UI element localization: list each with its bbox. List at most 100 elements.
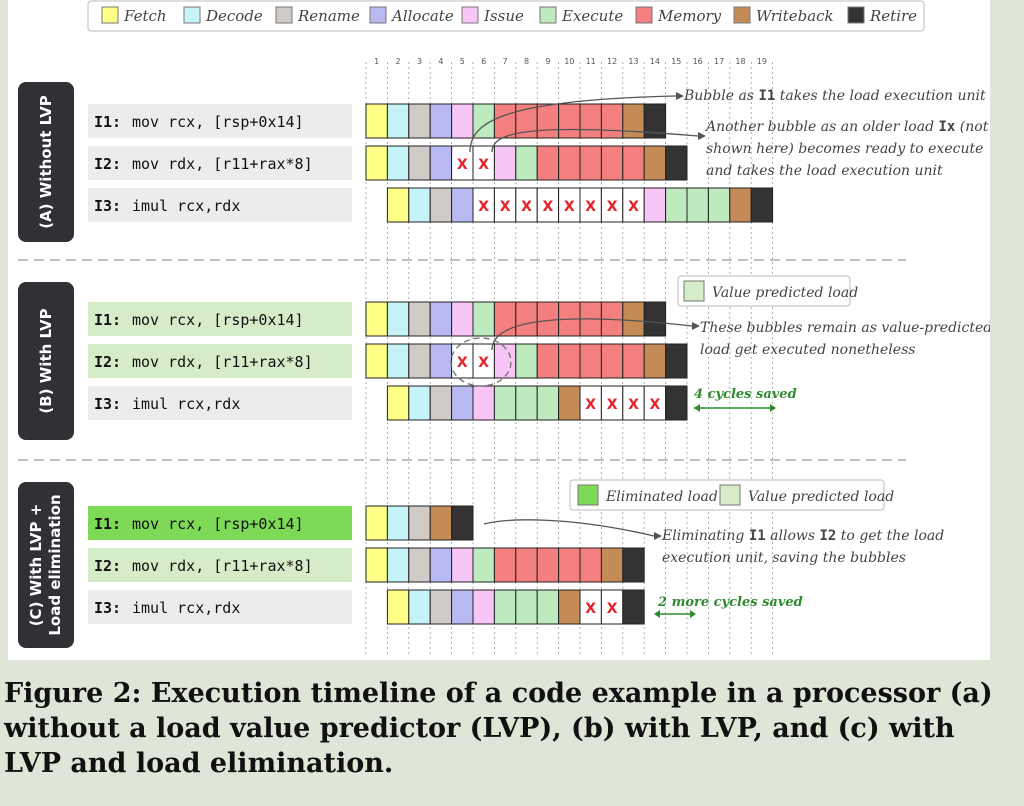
- pipeline-cell: [386, 301, 410, 337]
- pipeline-cell: [386, 589, 410, 625]
- pipeline-cell: [493, 343, 517, 379]
- instruction-box: [88, 146, 352, 180]
- pipeline-cell: [365, 505, 388, 541]
- bubble-mark: X: [457, 157, 468, 173]
- pipeline-cell: [579, 103, 602, 139]
- pipeline-cell: [429, 187, 453, 223]
- pipeline-cell: [558, 385, 581, 421]
- legend-swatch: [275, 6, 293, 24]
- legend-swatch: [683, 280, 705, 302]
- section-label-box: [18, 482, 74, 648]
- section-label: (A) Without LVP: [37, 95, 55, 229]
- saved-arrow-right: [770, 404, 776, 412]
- pipeline-cell: [408, 343, 431, 379]
- bubble-mark: X: [585, 199, 596, 215]
- legend-label: Issue: [483, 7, 524, 25]
- annotation-text: These bubbles remain as value-predicted: [700, 320, 990, 336]
- legend-swatch: [183, 6, 201, 24]
- instruction-id: I1:: [94, 515, 121, 533]
- pipeline-cell: [429, 145, 453, 181]
- instruction-id: I2:: [94, 155, 121, 173]
- tick-label: 19: [757, 57, 767, 66]
- tick-label: 13: [628, 57, 638, 66]
- pipeline-cell: [515, 301, 538, 337]
- saved-arrow-left: [694, 404, 700, 412]
- bubble-mark: X: [478, 157, 489, 173]
- legend-label: Decode: [205, 7, 263, 25]
- pipeline-cell: [451, 589, 474, 625]
- bubble-mark: X: [607, 397, 618, 413]
- tick-label: 3: [417, 57, 422, 66]
- bubble-mark: X: [500, 199, 511, 215]
- section-label-box: [18, 282, 74, 440]
- pipeline-cell: [600, 343, 624, 379]
- pipeline-cell: [622, 343, 645, 379]
- legend-box-label: Eliminated load: [605, 489, 718, 505]
- tick-label: 7: [503, 57, 508, 66]
- instruction-box: [88, 506, 352, 540]
- arrow-head: [692, 322, 700, 330]
- pipeline-cell: [643, 145, 667, 181]
- pipeline-cell: [536, 385, 560, 421]
- figure-caption: Figure 2: Execution timeline of a code e…: [4, 678, 993, 779]
- pipeline-cell: [408, 145, 431, 181]
- arrow-head: [698, 132, 706, 140]
- tick-label: 6: [481, 57, 486, 66]
- tick-label: 4: [438, 57, 443, 66]
- legend-swatch: [635, 6, 653, 24]
- legend-label: Memory: [657, 7, 722, 25]
- pipeline-cell: [558, 103, 581, 139]
- pipeline-cell: [622, 547, 645, 583]
- pipeline-cell: [429, 343, 453, 379]
- pipeline-cell: [622, 301, 645, 337]
- pipeline-cell: [472, 385, 495, 421]
- cycles-saved-label: 2 more cycles saved: [657, 595, 803, 610]
- pipeline-cell: [493, 385, 517, 421]
- annotation-text: Eliminating I1 allows I2 to get the load: [661, 528, 944, 544]
- tick-label: 16: [693, 57, 703, 66]
- annotation-text: Another bubble as an older load Ix (not: [704, 119, 989, 135]
- pipeline-cell: [665, 145, 688, 181]
- bubble-mark: X: [585, 601, 596, 617]
- tick-label: 15: [671, 57, 681, 66]
- pipeline-cell: [429, 103, 453, 139]
- instruction-box: [88, 590, 352, 624]
- pipeline-cell: [472, 589, 495, 625]
- tick-label: 14: [650, 57, 660, 66]
- tick-label: 11: [586, 57, 596, 66]
- pipeline-cell: [408, 589, 431, 625]
- tick-label: 1: [374, 57, 379, 66]
- legend-frame: [87, 0, 925, 32]
- pipeline-cell: [429, 589, 453, 625]
- instruction-box: [88, 188, 352, 222]
- pipeline-cell: [515, 385, 538, 421]
- pipeline-cell: [536, 103, 560, 139]
- tick-label: 8: [524, 57, 529, 66]
- pipeline-cell: [536, 589, 560, 625]
- instruction-text: imul rcx,rdx: [132, 395, 240, 413]
- pipeline-cell: [686, 187, 709, 223]
- tick-label: 5: [460, 57, 465, 66]
- instruction-id: I3:: [94, 599, 121, 617]
- bubble-mark: X: [607, 601, 618, 617]
- pipeline-cell: [515, 547, 538, 583]
- legend-swatch: [847, 6, 865, 24]
- instruction-text: mov rcx, [rsp+0x14]: [132, 515, 304, 533]
- legend-label: Writeback: [756, 7, 834, 25]
- pipeline-cell: [451, 187, 474, 223]
- pipeline-cell: [600, 547, 624, 583]
- pipeline-cell: [386, 103, 410, 139]
- pipeline-cell: [451, 547, 474, 583]
- pipeline-cell: [408, 103, 431, 139]
- legend-label: Execute: [561, 7, 623, 25]
- bubble-mark: X: [628, 199, 639, 215]
- annotation-text: Bubble as I1 takes the load execution un…: [683, 88, 986, 104]
- pipeline-cell: [665, 187, 688, 223]
- pipeline-cell: [600, 103, 624, 139]
- pipeline-cell: [622, 145, 645, 181]
- instruction-id: I3:: [94, 395, 121, 413]
- annotation-text: execution unit, saving the bubbles: [662, 550, 906, 566]
- pipeline-cell: [579, 547, 602, 583]
